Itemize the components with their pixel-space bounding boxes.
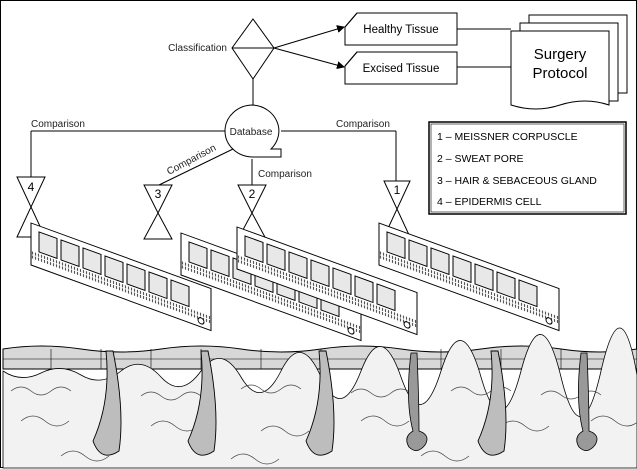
number-1: 1 — [394, 183, 401, 197]
number-2: 2 — [249, 187, 256, 201]
legend-item-3: 3 – HAIR & SEBACEOUS GLAND — [437, 175, 597, 187]
excised-tissue-document: Excised Tissue — [344, 51, 458, 85]
memory-module-4 — [30, 222, 212, 332]
legend-box: 1 – MEISSNER CORPUSCLE 2 – SWEAT PORE 3 … — [428, 121, 627, 215]
branch-diagonal — [158, 148, 234, 186]
legend-item-4: 4 – EPIDERMIS CELL — [437, 196, 542, 208]
protocol-line2: Protocol — [532, 65, 587, 82]
healthy-tissue-label: Healthy Tissue — [363, 24, 438, 36]
comparison-left-label: Comparison — [31, 119, 85, 130]
memory-module-3 — [180, 232, 362, 342]
classification-diamond — [231, 18, 275, 80]
arrow-to-healthy — [273, 25, 345, 49]
legend-item-1: 1 – MEISSNER CORPUSCLE — [437, 131, 578, 143]
comparison-center-label: Comparison — [258, 169, 312, 180]
number-4: 4 — [28, 180, 35, 194]
skin-cross-section — [2, 327, 637, 469]
memory-module-1 — [378, 222, 560, 332]
arrow-to-excised — [273, 47, 345, 70]
comparison-right-label: Comparison — [336, 119, 390, 130]
hourglass-3: 3 — [143, 184, 173, 240]
database-label: Database — [230, 127, 273, 138]
protocol-line1: Surgery — [534, 46, 587, 63]
healthy-tissue-document: Healthy Tissue — [344, 12, 458, 46]
legend-item-2: 2 – SWEAT PORE — [437, 153, 524, 165]
memory-module-2 — [236, 226, 418, 336]
classification-label: Classification — [168, 43, 227, 54]
number-3: 3 — [155, 187, 162, 201]
excised-tissue-label: Excised Tissue — [363, 63, 440, 75]
database-node: Database — [224, 104, 282, 158]
surgery-protocol-stack: Surgery Protocol — [510, 14, 628, 110]
